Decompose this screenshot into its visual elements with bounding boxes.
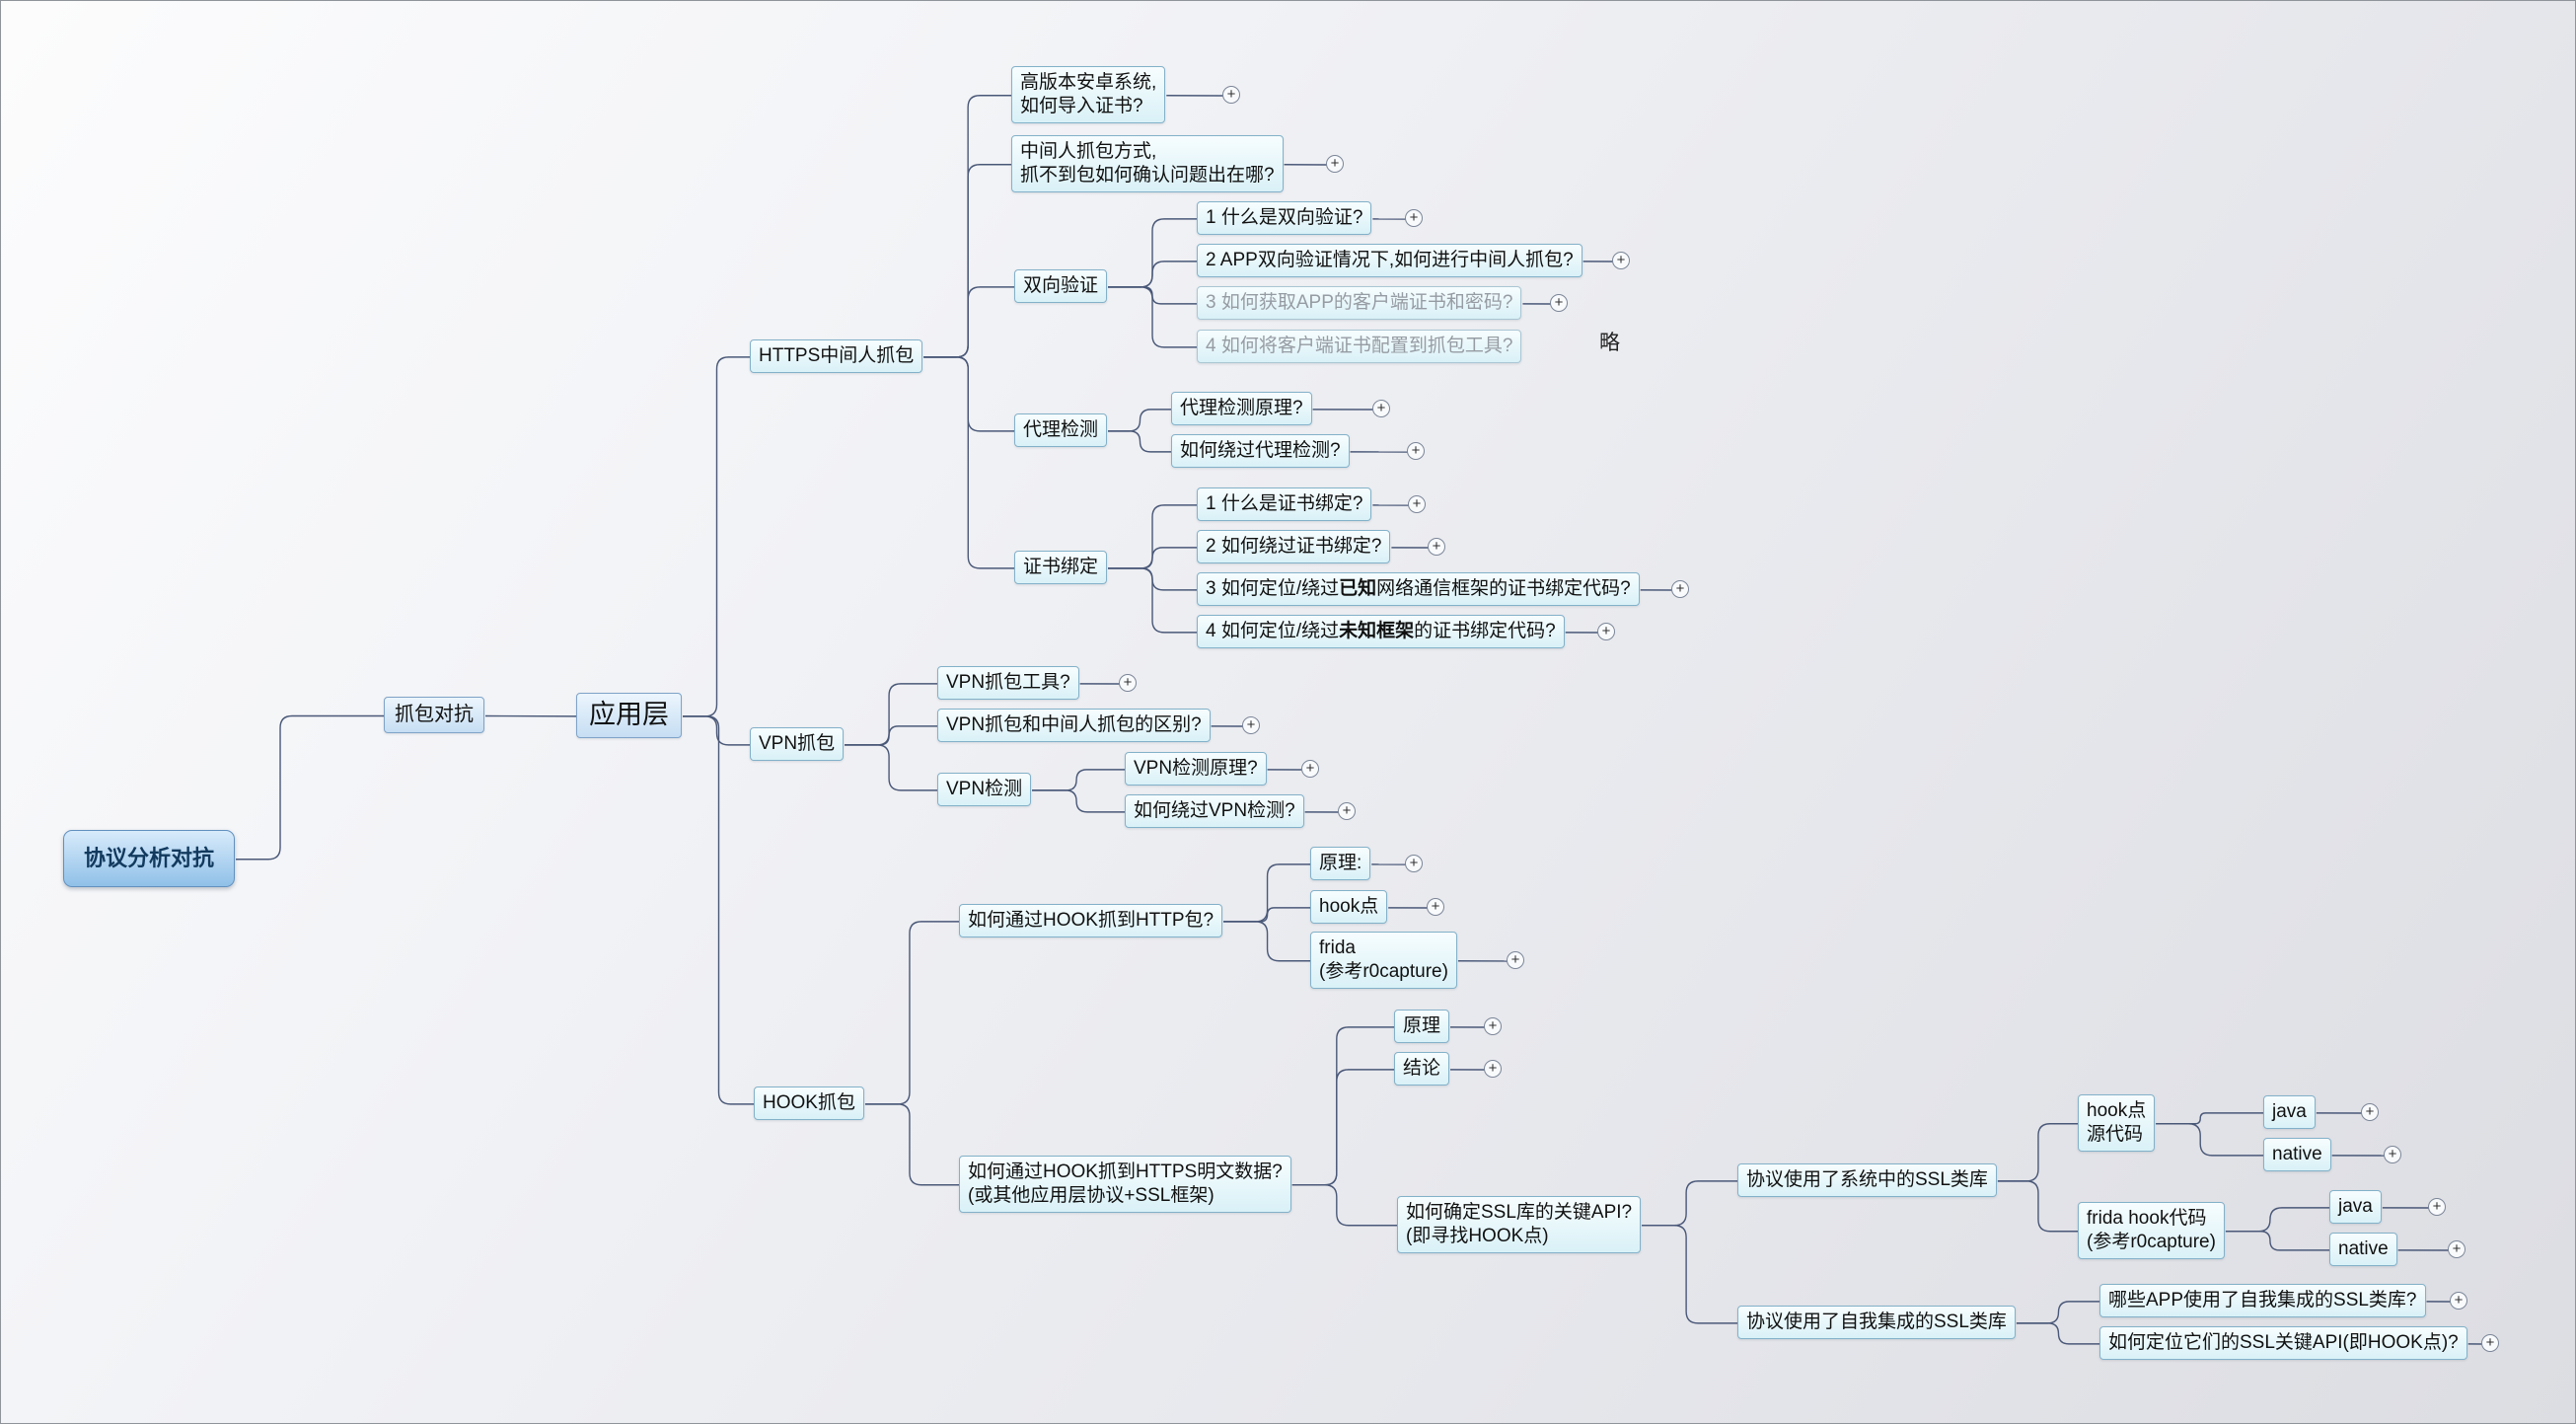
node-hook-https[interactable]: 如何通过HOOK抓到HTTPS明文数据? (或其他应用层协议+SSL框架) <box>959 1156 1291 1213</box>
node-system-ssl-lib[interactable]: 协议使用了系统中的SSL类库 <box>1737 1163 1997 1197</box>
expand-icon[interactable]: + <box>1550 294 1568 312</box>
node-https-principle[interactable]: 原理 <box>1394 1010 1450 1043</box>
node-get-client-cert[interactable]: 3 如何获取APP的客户端证书和密码? <box>1197 286 1522 320</box>
node-text: 网络通信框架的证书绑定代码? <box>1376 578 1631 599</box>
node-import-cert[interactable]: 高版本安卓系统, 如何导入证书? <box>1011 66 1166 123</box>
node-hook-http[interactable]: 如何通过HOOK抓到HTTP包? <box>959 904 1223 937</box>
expand-icon[interactable]: + <box>1405 209 1423 227</box>
node-config-client-cert[interactable]: 4 如何将客户端证书配置到抓包工具? <box>1197 330 1522 363</box>
node-mutual-auth[interactable]: 双向验证 <box>1014 269 1108 303</box>
node-vpn-vs-mitm[interactable]: VPN抓包和中间人抓包的区别? <box>937 709 1211 742</box>
node-app-layer[interactable]: 应用层 <box>576 693 682 738</box>
expand-icon[interactable]: + <box>1222 86 1240 104</box>
expand-icon[interactable]: + <box>1242 716 1260 734</box>
node-http-principle[interactable]: 原理: <box>1310 847 1371 880</box>
expand-icon[interactable]: + <box>1326 155 1344 173</box>
node-self-integrated-ssl[interactable]: 协议使用了自我集成的SSL类库 <box>1737 1306 2016 1339</box>
node-locate-known-framework[interactable]: 3 如何定位/绕过已知网络通信框架的证书绑定代码? <box>1197 572 1640 606</box>
expand-icon[interactable]: + <box>1428 538 1445 556</box>
node-native-hookpoint[interactable]: native <box>2263 1138 2331 1171</box>
node-what-is-pinning[interactable]: 1 什么是证书绑定? <box>1197 487 1372 521</box>
node-vpn-detection-principle[interactable]: VPN检测原理? <box>1125 752 1267 786</box>
expand-icon[interactable]: + <box>1338 802 1356 820</box>
expand-icon[interactable]: + <box>1372 400 1390 417</box>
node-hook-capture[interactable]: HOOK抓包 <box>754 1087 864 1120</box>
expand-icon[interactable]: + <box>2428 1198 2446 1216</box>
node-locate-unknown-framework[interactable]: 4 如何定位/绕过未知框架的证书绑定代码? <box>1197 615 1565 648</box>
node-hookpoint-source[interactable]: hook点 源代码 <box>2078 1094 2156 1152</box>
node-java-frida[interactable]: java <box>2329 1190 2382 1224</box>
node-text: 3 如何定位/绕过 <box>1206 578 1340 599</box>
node-proxy-detection[interactable]: 代理检测 <box>1014 413 1108 447</box>
node-locate-ssl-api[interactable]: 如何定位它们的SSL关键API(即HOOK点)? <box>2099 1326 2467 1360</box>
node-text-bold: 已知 <box>1339 578 1377 599</box>
node-protocol-analysis[interactable]: 协议分析对抗 <box>63 830 236 887</box>
node-vpn-tools[interactable]: VPN抓包工具? <box>937 666 1079 700</box>
expand-icon[interactable]: + <box>1301 760 1319 778</box>
node-mitm-troubleshoot[interactable]: 中间人抓包方式, 抓不到包如何确认问题出在哪? <box>1011 135 1284 192</box>
node-http-frida[interactable]: frida (参考r0capture) <box>1310 932 1457 989</box>
expand-icon[interactable]: + <box>1407 442 1425 460</box>
node-bypass-pinning[interactable]: 2 如何绕过证书绑定? <box>1197 530 1391 563</box>
node-http-hook-point[interactable]: hook点 <box>1310 890 1388 924</box>
node-proxy-detection-principle[interactable]: 代理检测原理? <box>1171 392 1312 425</box>
expand-icon[interactable]: + <box>1671 580 1689 598</box>
node-vpn-capture[interactable]: VPN抓包 <box>750 727 845 761</box>
node-ssl-key-api[interactable]: 如何确定SSL库的关键API? (即寻找HOOK点) <box>1397 1196 1642 1253</box>
node-what-is-mutual-auth[interactable]: 1 什么是双向验证? <box>1197 201 1372 235</box>
expand-icon[interactable]: + <box>2361 1103 2379 1121</box>
expand-icon[interactable]: + <box>2450 1292 2467 1310</box>
expand-icon[interactable]: + <box>1427 898 1444 916</box>
node-https-conclusion[interactable]: 结论 <box>1394 1052 1450 1086</box>
expand-icon[interactable]: + <box>2481 1334 2499 1352</box>
node-mitm-under-mutual-auth[interactable]: 2 APP双向验证情况下,如何进行中间人抓包? <box>1197 244 1582 277</box>
expand-icon[interactable]: + <box>1612 252 1630 269</box>
node-bypass-vpn-detection[interactable]: 如何绕过VPN检测? <box>1125 794 1304 828</box>
expand-icon[interactable]: + <box>2384 1146 2401 1163</box>
node-vpn-detection[interactable]: VPN检测 <box>937 773 1032 806</box>
node-native-frida[interactable]: native <box>2329 1233 2397 1266</box>
expand-icon[interactable]: + <box>2448 1240 2466 1258</box>
node-https-mitm[interactable]: HTTPS中间人抓包 <box>750 339 923 373</box>
node-text-bold: 未知框架 <box>1339 621 1415 641</box>
node-capture-confrontation[interactable]: 抓包对抗 <box>384 697 484 733</box>
node-text: 4 如何定位/绕过 <box>1206 621 1340 641</box>
node-java-hookpoint[interactable]: java <box>2263 1095 2316 1129</box>
expand-icon[interactable]: + <box>1484 1017 1502 1035</box>
node-frida-hook-code[interactable]: frida hook代码 (参考r0capture) <box>2078 1202 2225 1259</box>
expand-icon[interactable]: + <box>1405 855 1423 872</box>
node-cert-pinning[interactable]: 证书绑定 <box>1014 551 1108 584</box>
expand-icon[interactable]: + <box>1597 623 1615 640</box>
expand-icon[interactable]: + <box>1484 1060 1502 1078</box>
node-bypass-proxy-detection[interactable]: 如何绕过代理检测? <box>1171 434 1350 468</box>
expand-icon[interactable]: + <box>1507 951 1524 969</box>
node-apps-with-self-ssl[interactable]: 哪些APP使用了自我集成的SSL类库? <box>2099 1284 2426 1317</box>
annotation-lue: 略 <box>1599 332 1620 354</box>
node-text: 的证书绑定代码? <box>1414 621 1556 641</box>
expand-icon[interactable]: + <box>1119 674 1137 692</box>
expand-icon[interactable]: + <box>1408 495 1426 513</box>
